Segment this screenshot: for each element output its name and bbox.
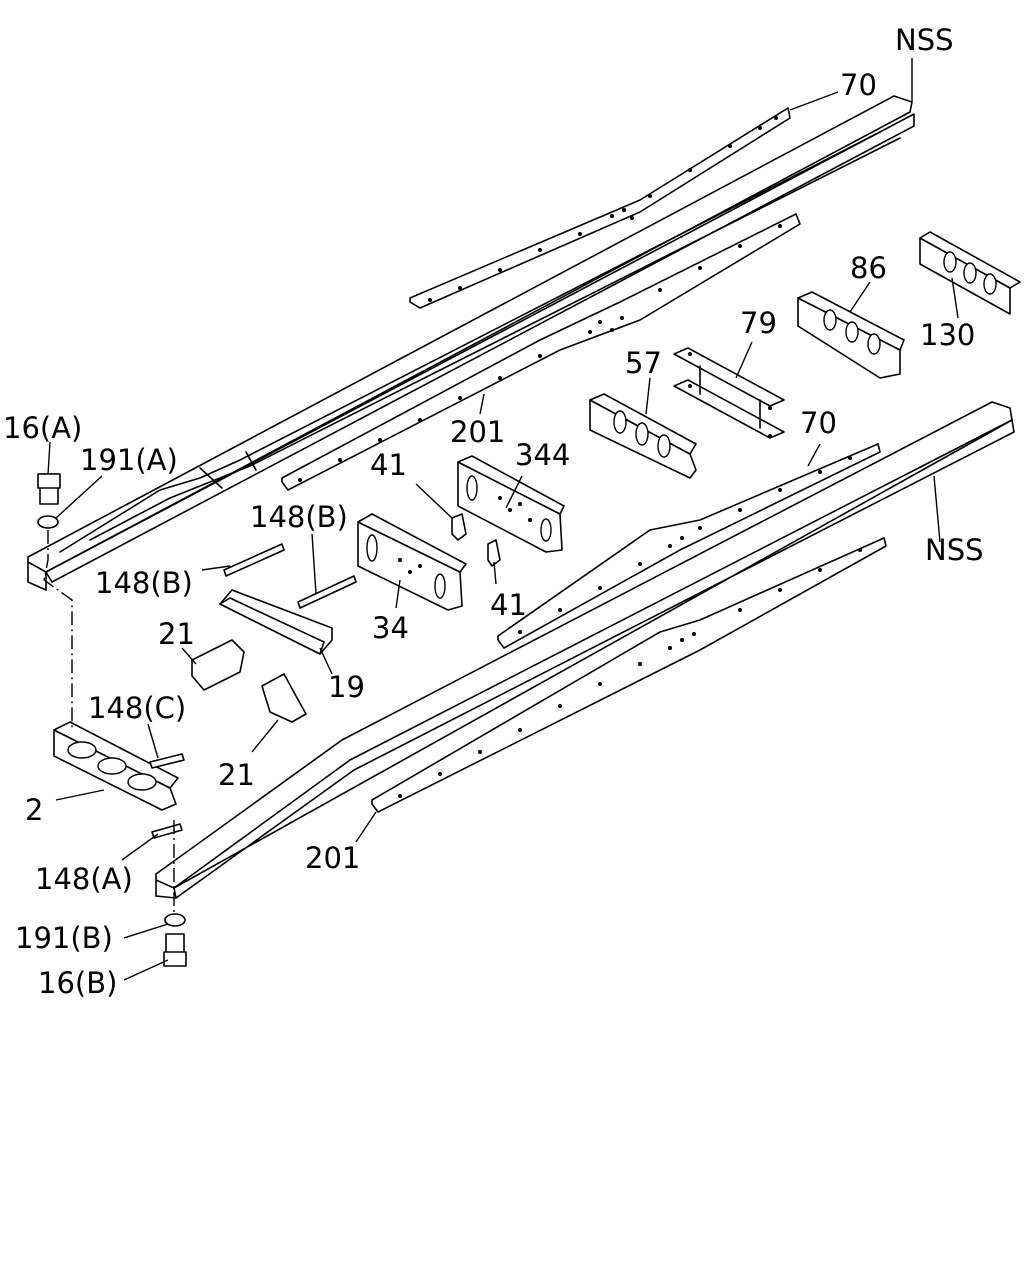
bolt-16a — [37, 473, 61, 505]
label-70-mid: 70 — [800, 406, 837, 440]
crossmember-2 — [53, 721, 179, 811]
label-41-top: 41 — [370, 448, 407, 482]
label-148c: 148(C) — [88, 691, 186, 725]
plate-148b-right — [297, 575, 357, 609]
leader-lines — [47, 58, 959, 981]
reinforcement-70-mid — [497, 443, 881, 649]
label-nss-top: NSS — [895, 23, 954, 57]
crossmember-86 — [797, 291, 905, 379]
reinforcement-201-top — [281, 213, 801, 491]
label-57: 57 — [625, 346, 662, 380]
crossmember-19 — [219, 589, 333, 655]
bracket-21-bottom — [261, 673, 307, 723]
washer-191a — [37, 515, 59, 529]
bracket-41-bottom — [487, 539, 501, 567]
label-70-top: 70 — [840, 68, 877, 102]
label-21-top: 21 — [158, 617, 195, 651]
alignment-line-left — [43, 530, 73, 728]
label-21-bottom: 21 — [218, 758, 255, 792]
reinforcement-70-top — [409, 107, 791, 309]
crossmember-130 — [919, 231, 1021, 315]
label-86: 86 — [850, 251, 887, 285]
washer-191b — [164, 913, 186, 927]
label-130: 130 — [920, 318, 975, 352]
label-201-bottom: 201 — [305, 841, 360, 875]
label-191a: 191(A) — [80, 443, 178, 477]
plate-148c — [149, 753, 185, 769]
label-2: 2 — [25, 793, 43, 827]
label-148b-left: 148(B) — [95, 566, 193, 600]
label-nss-bottom: NSS — [925, 533, 984, 567]
label-16b: 16(B) — [38, 966, 117, 1000]
label-201-top: 201 — [450, 415, 505, 449]
label-148a: 148(A) — [35, 862, 133, 896]
crossmember-344 — [457, 455, 565, 553]
label-191b: 191(B) — [15, 921, 113, 955]
reinforcement-201-bottom — [371, 537, 887, 813]
bolt-16b — [163, 933, 187, 967]
label-41-bottom: 41 — [490, 588, 527, 622]
label-79: 79 — [740, 306, 777, 340]
crossmember-34 — [357, 513, 467, 611]
crossmember-57 — [589, 393, 697, 479]
crossmember-79 — [673, 347, 785, 439]
bracket-41-top — [451, 513, 467, 541]
label-344: 344 — [515, 438, 570, 472]
bracket-21-top — [191, 639, 245, 691]
lower-side-rail — [155, 401, 1015, 899]
label-19: 19 — [328, 670, 365, 704]
label-148b-right: 148(B) — [250, 500, 348, 534]
label-16a: 16(A) — [3, 411, 82, 445]
label-34: 34 — [372, 611, 409, 645]
plate-148b-left — [223, 543, 285, 577]
